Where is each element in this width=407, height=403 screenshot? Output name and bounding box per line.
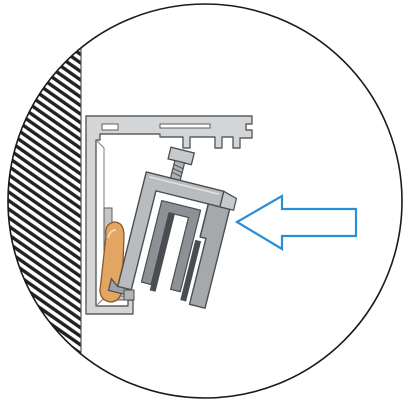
profile-body: [85, 115, 253, 315]
clamp-inner-channel: [140, 199, 202, 293]
arrow-left-icon: [234, 194, 358, 251]
detail-circle: [7, 3, 403, 399]
clamp-leg-left: [149, 212, 175, 292]
clamp: [107, 146, 238, 309]
clamp-flange: [219, 190, 238, 211]
screw-thread: [171, 164, 184, 177]
clamp-leg-right: [180, 239, 202, 302]
profile-slots: [101, 123, 211, 131]
rubber-pad-highlight: [107, 229, 117, 239]
detail-view: [8, 4, 253, 398]
clamp-highlight: [148, 176, 220, 195]
retaining-clip: [123, 289, 135, 301]
